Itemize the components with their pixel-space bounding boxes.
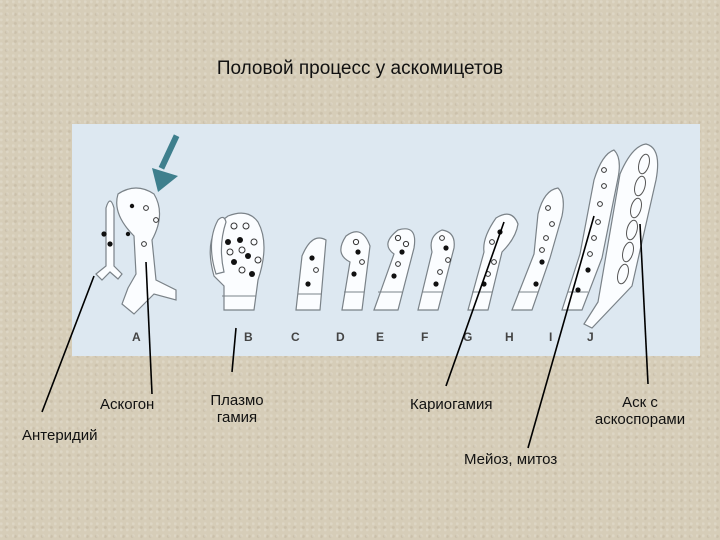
stage-d [340, 231, 371, 311]
label-antheridium: Антеридий [22, 427, 98, 444]
label-karyogamy: Кариогамия [410, 396, 493, 413]
label-meiosis: Мейоз, митоз [464, 451, 558, 468]
label-ascus: Аск с аскоспорами [580, 394, 700, 428]
stage-letter-a: A [132, 330, 141, 344]
stage-letter-c: C [291, 330, 300, 344]
page-title: Половой процесс у аскомицетов [216, 58, 504, 79]
diagram-panel: A B C D E F G H I J [72, 124, 700, 356]
pointer-arrow-icon [152, 134, 180, 192]
stage-letter-h: H [505, 330, 514, 344]
stage-letter-i: I [549, 330, 553, 344]
stage-h [511, 187, 564, 311]
label-ascus-line2: аскоспорами [594, 411, 686, 428]
label-ascus-line1: Аск с [622, 394, 658, 411]
label-plasmogamy-line2: гамия [216, 409, 258, 426]
stage-c [295, 237, 327, 311]
label-plasmogamy: Плазмо гамия [204, 392, 270, 426]
stage-a-antheridium [95, 200, 123, 281]
stage-letter-b: B [244, 330, 253, 344]
stage-letter-f: F [421, 330, 429, 344]
stage-letter-g: G [463, 330, 473, 344]
stage-b-body [209, 212, 265, 311]
stage-letter-j: J [587, 330, 594, 344]
stage-e [373, 228, 416, 311]
stage-letter-d: D [336, 330, 345, 344]
label-plasmogamy-line1: Плазмо [210, 392, 264, 409]
stage-b-hook [210, 216, 227, 275]
stage-letter-e: E [376, 330, 385, 344]
stage-a-ascogon [116, 187, 177, 315]
label-ascogon: Аскогон [100, 396, 155, 413]
